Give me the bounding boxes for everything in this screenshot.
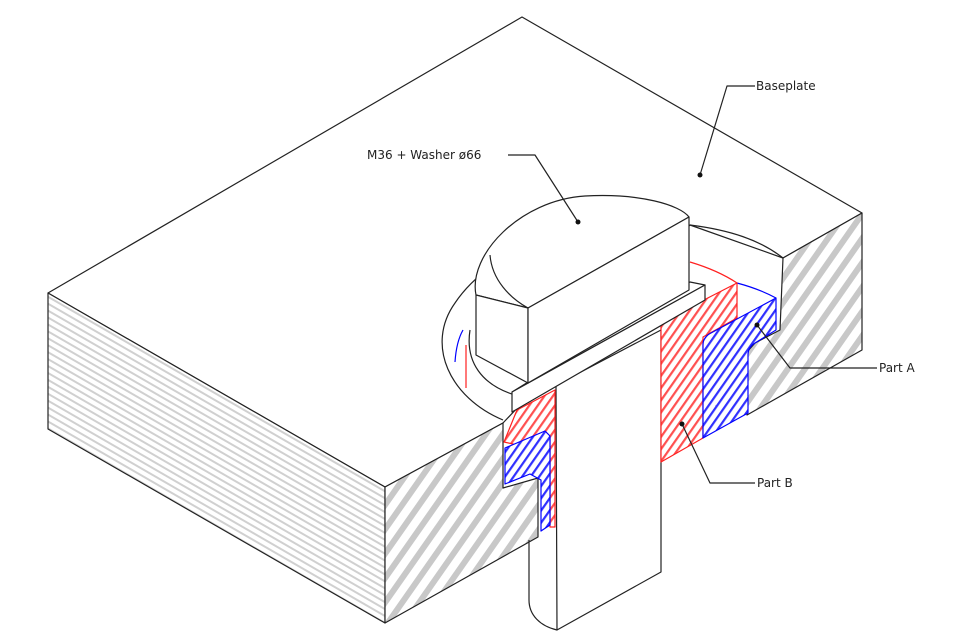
bolt-head-front [527, 216, 690, 384]
part-a-leader-dot [754, 322, 760, 328]
baseplate-leader-dot [697, 172, 703, 178]
bolt-leader-dot [575, 219, 581, 225]
bolt-head-top [474, 194, 690, 309]
part-a-leader-line [756, 324, 877, 369]
part-a-label: Part A [879, 361, 915, 375]
baseplate-leader-line [699, 85, 755, 176]
part-a-section-right [702, 297, 777, 439]
part-a-arc-left [454, 329, 464, 363]
bolt-label: M36 + Washer ø66 [367, 148, 482, 162]
part-b-leader-dot [679, 421, 685, 427]
baseplate-label: Baseplate [756, 79, 816, 93]
part-a-arc-right [736, 282, 777, 299]
shelf-arc [689, 224, 784, 259]
washer-front [511, 284, 706, 413]
hole-inner-arc [468, 329, 516, 396]
bolt-shank-front [555, 329, 662, 631]
bolt-head-chamfer [489, 254, 529, 309]
part-b-section-right [660, 282, 738, 463]
bolt-leader-line [508, 154, 579, 223]
bolt-shank-back [528, 540, 558, 631]
part-b-label: Part B [757, 476, 793, 490]
part-a-section-left [504, 430, 551, 532]
part-b-leader-line [681, 423, 755, 484]
part-b-arc-right [689, 261, 738, 284]
